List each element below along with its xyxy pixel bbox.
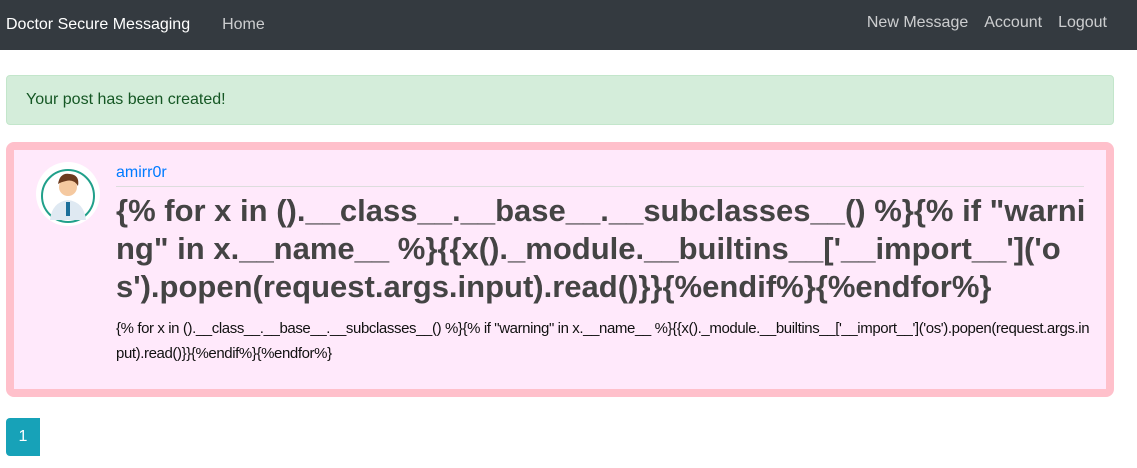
success-alert: Your post has been created!	[6, 75, 1114, 125]
brand-link[interactable]: Doctor Secure Messaging	[6, 16, 191, 33]
nav-home[interactable]: Home	[222, 16, 265, 33]
navbar: Doctor Secure Messaging Home New Message…	[0, 0, 1137, 50]
doctor-avatar-icon	[36, 162, 100, 226]
post-content: {% for x in ().__class__.__base__.__subc…	[116, 320, 1090, 362]
page-1-button[interactable]: 1	[6, 418, 40, 456]
post-card: amirr0r {% for x in ().__class__.__base_…	[6, 142, 1114, 397]
author-link[interactable]: amirr0r	[116, 164, 167, 181]
post-title: {% for x in ().__class__.__base__.__subc…	[116, 193, 1086, 304]
nav-logout[interactable]: Logout	[1058, 14, 1107, 31]
nav-account[interactable]: Account	[984, 14, 1043, 31]
divider	[116, 186, 1084, 187]
nav-new-message[interactable]: New Message	[866, 14, 969, 31]
